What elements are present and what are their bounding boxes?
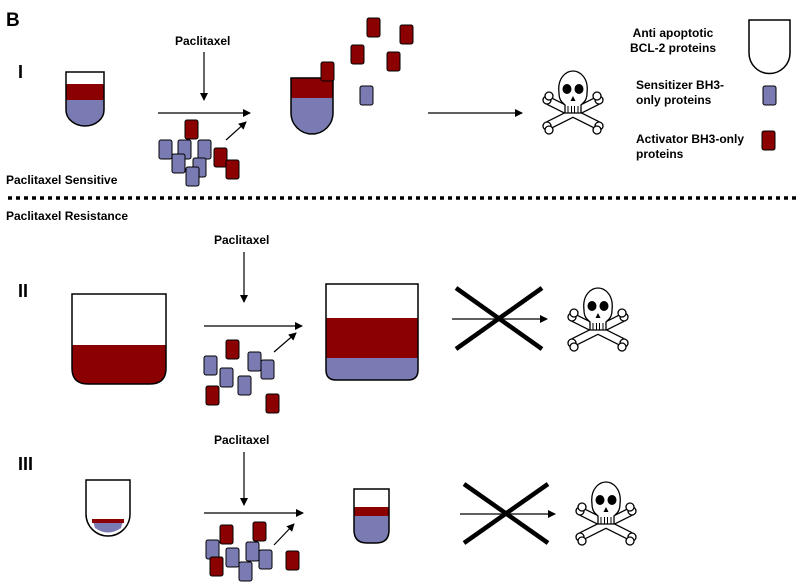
bcl2-cup-result-row1	[290, 77, 334, 135]
legend-anti-apoptotic-line2: BCL-2 proteins	[630, 41, 716, 55]
bcl2-cup-result-row3	[353, 488, 390, 544]
skull-crossbones-icon	[568, 288, 628, 351]
skull-crossbones-icon	[543, 71, 603, 134]
row-numeral-1: I	[18, 62, 23, 82]
legend: Anti apoptotic BCL-2 proteins Sensitizer…	[630, 19, 791, 161]
block-x-row3	[462, 482, 550, 545]
legend-activator-swatch	[761, 130, 776, 151]
panel-label: B	[6, 10, 20, 31]
diag-arrow-row1	[225, 121, 247, 141]
row1-caption: Paclitaxel Sensitive	[6, 173, 118, 187]
legend-sensitizer-swatch	[762, 85, 777, 106]
row2-caption: Paclitaxel Resistance	[6, 209, 128, 223]
row-numeral-2: II	[18, 281, 28, 301]
bcl2-cup-row3	[85, 479, 131, 537]
legend-anti-apoptotic-line1: Anti apoptotic	[633, 26, 714, 40]
legend-activator-line2: proteins	[636, 147, 684, 161]
diag-arrow-row2	[273, 332, 297, 353]
bh3-cluster-row2	[203, 339, 280, 414]
bcl2-cup-result-row2	[325, 283, 419, 381]
bcl2-cup-row2	[71, 293, 167, 385]
bh3-cluster-row1	[158, 119, 240, 187]
bh3-cluster-row3	[205, 521, 300, 582]
legend-sensitizer-line2: only proteins	[636, 93, 712, 107]
block-x-row2	[454, 286, 544, 351]
bcl2-cup-row1	[65, 71, 105, 127]
free-bh3-row1	[320, 17, 414, 106]
legend-cup-icon	[748, 19, 791, 75]
legend-activator-line1: Activator BH3-only	[636, 132, 744, 146]
row-numeral-3: III	[18, 454, 33, 474]
legend-sensitizer-line1: Sensitizer BH3-	[636, 78, 724, 92]
drug-label-row1: Paclitaxel	[175, 34, 230, 48]
drug-label-row2: Paclitaxel	[214, 233, 269, 247]
diag-arrow-row3	[273, 523, 295, 546]
skull-crossbones-icon	[576, 482, 636, 545]
drug-label-row3: Paclitaxel	[214, 433, 269, 447]
